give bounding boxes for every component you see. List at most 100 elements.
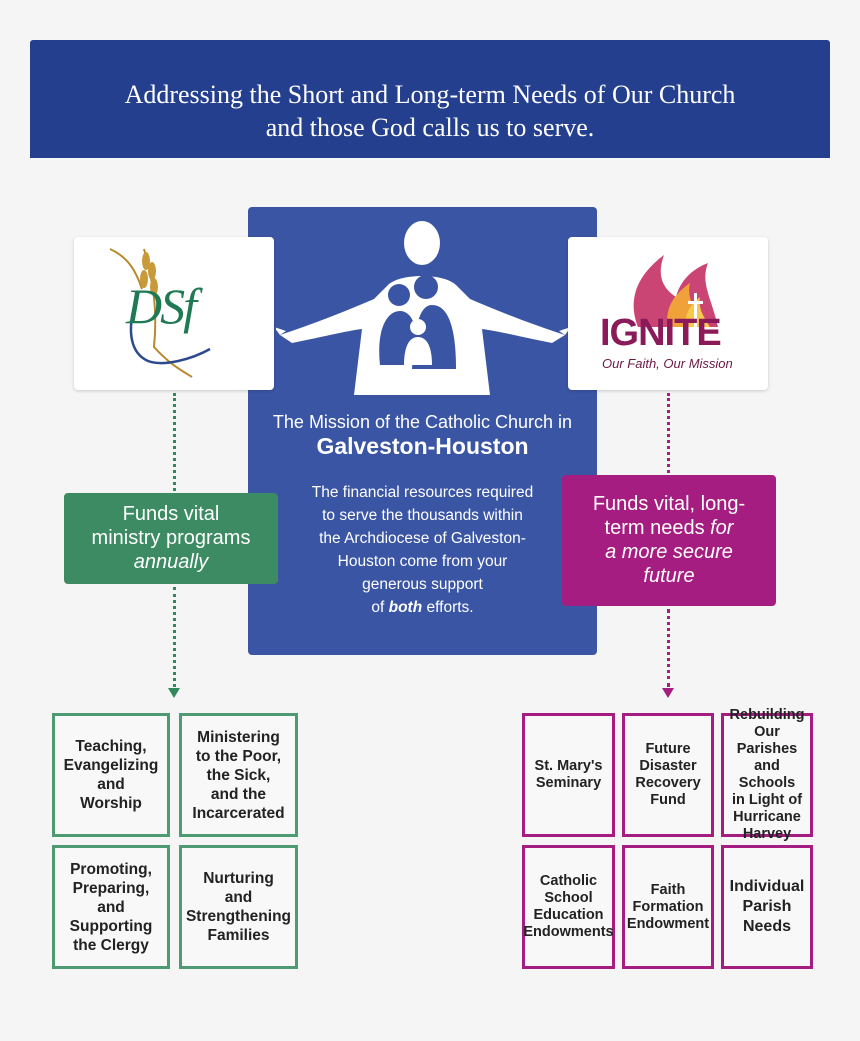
ignite-funds-line-1: Funds vital, long- [592,493,746,515]
box-line: Needs [742,918,791,935]
flame-icon [633,255,718,327]
ignite-funds-line-2: term needs for [562,516,776,540]
ignite-need-box: Rebuilding Our Parishes and Schools in L… [721,707,813,842]
box-line: Individual [729,878,805,895]
box-line: Disaster [639,758,697,774]
box-line: Seminary [535,775,602,791]
ignite-funds-line-2-pre: term needs [604,517,711,539]
box-line: St. Mary's [534,758,603,774]
box-line: Strengthening [185,908,292,925]
ignite-funds-line-3: a more secure [562,540,776,564]
box-line: Teaching, [75,738,147,755]
box-line: the Sick, [206,766,271,784]
ignite-funds-line-4: future [562,564,776,588]
box-line: Harvey [742,826,792,842]
box-line: Endowment [626,915,710,932]
mission-title-line-2: Galveston-Houston [316,433,529,459]
box-text: Catholic School Education Endowments [523,873,613,941]
ignite-need-box: Future Disaster Recovery Fund [622,713,714,837]
mission-body-last-line: of both efforts. [276,596,569,619]
ignite-need-box: Faith Formation Endowment [622,845,714,969]
box-line: Hurricane [733,809,801,825]
mission-body-line: generous support [362,576,483,593]
box-line: Supporting [69,917,153,935]
dsf-program-box: Promoting, Preparing, and Supporting the… [52,845,170,969]
wheat-icon [109,248,211,378]
box-line: and [97,898,125,916]
dsf-funds-line-2: ministry programs [91,527,251,549]
mission-body-line: to serve the thousands within [322,507,523,524]
box-text: Nurturing and Strengthening Families [186,869,291,945]
mission-body-last-post: efforts. [422,599,474,616]
box-line: Worship [80,795,142,812]
mission-title-line-1: The Mission of the Catholic Church in [272,412,573,432]
ignite-funds-label: Funds vital, long- term needs for a more… [562,475,776,606]
mission-panel: The Mission of the Catholic Church in Ga… [248,207,597,655]
box-line: Education [533,907,604,923]
box-line: Ministering [197,728,280,746]
box-text: Ministering to the Poor, the Sick, and t… [192,728,284,823]
mission-body-emphasis: both [388,599,423,616]
ignite-funds-line-4-em: future [643,565,695,587]
box-line: Promoting, [70,860,152,878]
dsf-funds-line-1: Funds vital [122,503,220,525]
box-text: St. Mary's Seminary [535,758,603,792]
box-line: Faith [650,881,686,898]
box-line: Fund [650,792,686,808]
dsf-program-box: Ministering to the Poor, the Sick, and t… [179,713,298,837]
box-line: and the [210,785,267,803]
dsf-program-box: Nurturing and Strengthening Families [179,845,298,969]
box-line: Evangelizing [63,757,159,774]
box-line: the Clergy [73,936,149,954]
box-line: to the Poor, [195,747,282,765]
banner-line-2: and those God calls us to serve. [265,113,595,142]
dsf-logo-card: DSf [74,237,274,390]
box-text: Rebuilding Our Parishes and Schools in L… [724,707,810,843]
box-line: Nurturing [203,870,274,887]
ignite-logo-card: IGNITE Our Faith, Our Mission [568,237,768,390]
box-line: and [224,889,253,906]
ignite-need-box: St. Mary's Seminary [522,713,615,837]
dsf-connector-top [173,393,176,491]
box-text: Faith Formation Endowment [627,882,709,933]
box-text: Promoting, Preparing, and Supporting the… [70,860,153,955]
header-banner: Addressing the Short and Long-term Needs… [30,40,830,158]
ignite-connector-bottom [667,609,670,687]
dsf-program-box: Teaching, Evangelizing and Worship [52,713,170,837]
box-line: Endowments [523,924,614,940]
mission-body-line: the Archdiocese of Galveston- [319,530,526,547]
box-line: Recovery [635,775,701,791]
box-line: Preparing, [72,879,150,897]
dsf-funds-label: Funds vital ministry programs annually [64,493,278,584]
box-line: Rebuilding [729,707,805,723]
ignite-funds-line-3-em: a more secure [605,541,733,563]
box-line: and [97,776,125,793]
box-text: Future Disaster Recovery Fund [635,741,700,809]
box-line: Families [207,927,270,944]
ignite-funds-line-2-em: for [710,517,734,539]
box-text: Individual Parish Needs [730,877,805,937]
box-line: School [544,890,593,906]
box-line: Our Parishes [736,724,798,757]
christ-embracing-family-icon [276,221,569,395]
box-line: Formation [632,898,704,915]
ignite-logo-text: IGNITE [600,312,722,354]
dsf-funds-line-3: annually [64,550,278,574]
mission-body-line: The financial resources required [311,484,534,501]
ignite-need-box: Catholic School Education Endowments [522,845,615,969]
box-line: Incarcerated [192,804,285,822]
box-line: Catholic [539,873,598,889]
dsf-logo-text: DSf [126,278,197,334]
box-text: Teaching, Evangelizing and Worship [64,737,159,813]
box-line: in Light of [731,792,803,808]
mission-body-last-pre: of [371,599,389,616]
mission-body: The financial resources required to serv… [276,481,569,619]
dsf-funds-emphasis: annually [133,551,209,573]
dsf-connector-bottom [173,587,176,687]
ignite-arrow-icon [662,688,674,698]
banner-line-1: Addressing the Short and Long-term Needs… [124,80,736,109]
mission-body-line: Houston come from your [337,553,508,570]
dsf-arrow-icon [168,688,180,698]
ignite-logo-tagline: Our Faith, Our Mission [602,356,733,371]
ignite-connector-top [667,393,670,473]
